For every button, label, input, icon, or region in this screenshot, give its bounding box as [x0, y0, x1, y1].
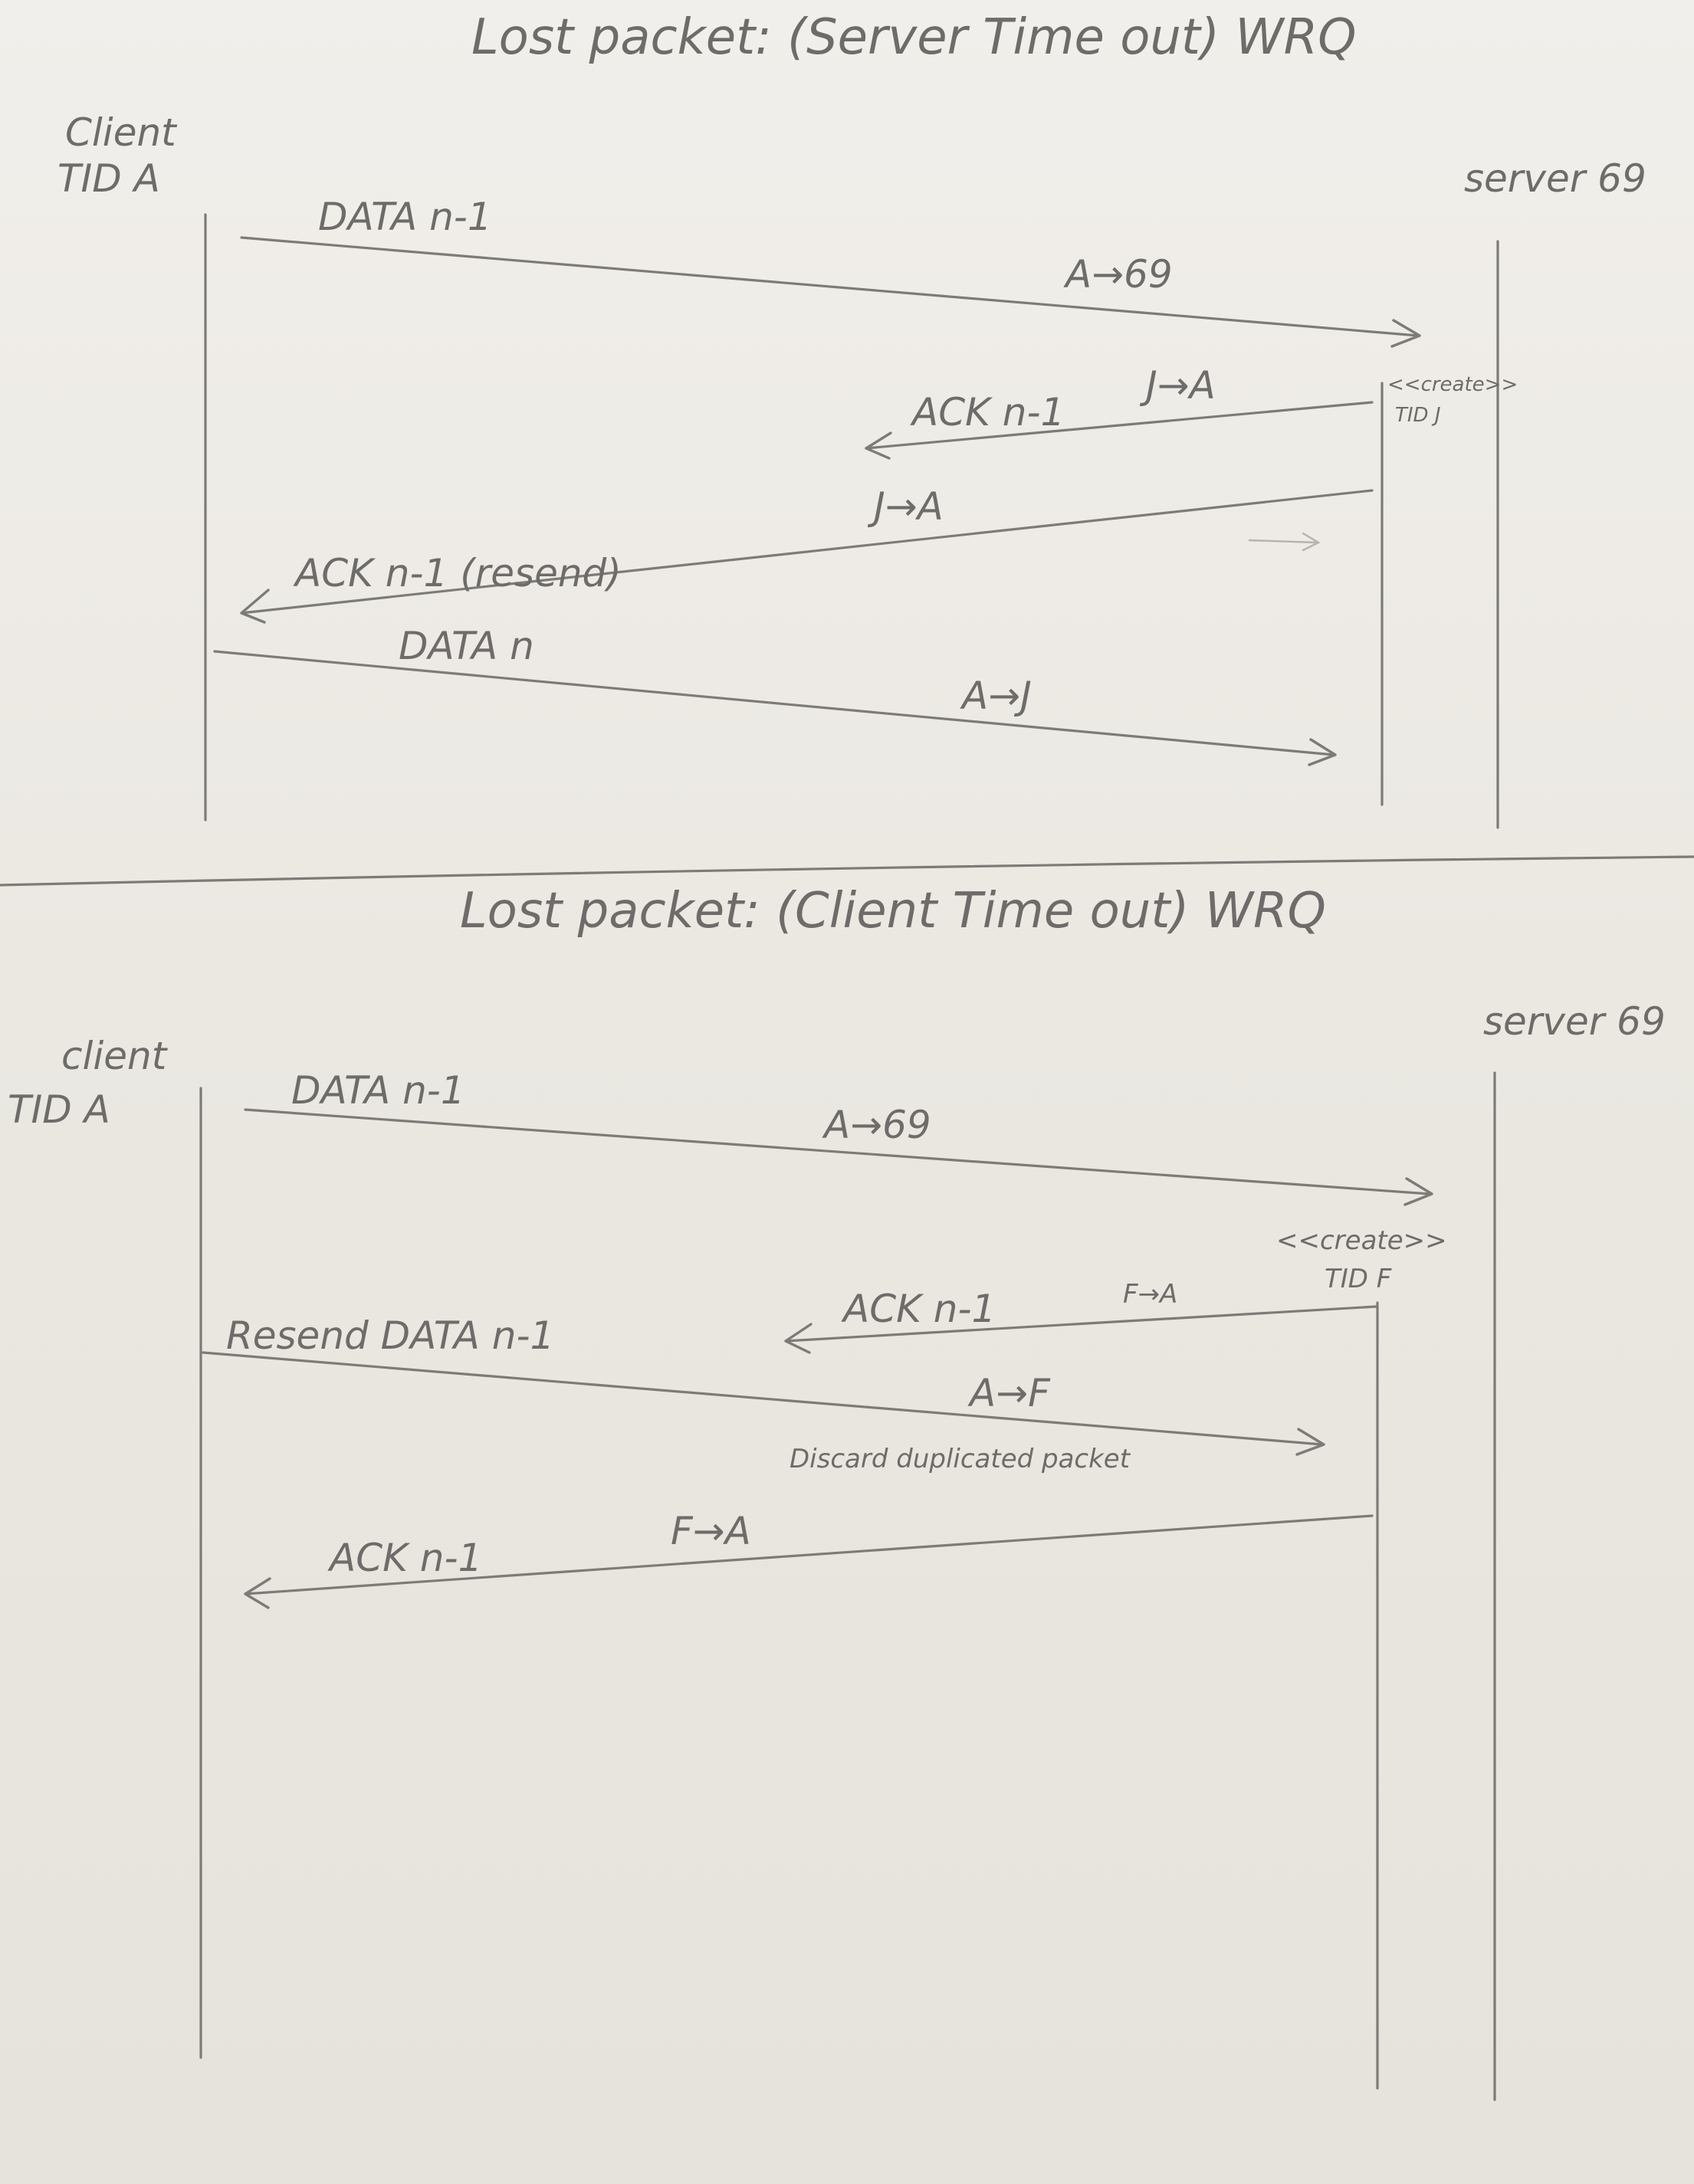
- message-label: ACK n-1: [910, 390, 1065, 435]
- diagram-1-message-ack-n-1: ACK n-1 J→A: [865, 363, 1374, 460]
- message-label: ACK n-1 (resend): [293, 551, 622, 595]
- message-label: DATA n: [399, 624, 534, 668]
- message-tid: A→F: [967, 1371, 1051, 1415]
- diagram-2-client-label: client: [61, 1034, 169, 1078]
- faint-arrowhead: [1302, 532, 1321, 552]
- arrowhead-right: [1295, 1428, 1325, 1456]
- message-tid: F→A: [1123, 1279, 1177, 1310]
- message-tid: A→69: [822, 1103, 931, 1147]
- diagram-1-client-tid: TID A: [57, 156, 160, 201]
- arrowhead-left: [244, 1577, 271, 1609]
- diagram-2-message-resend: Resend DATA n-1 A→F Discard duplicated p…: [202, 1313, 1325, 1474]
- message-label: Resend DATA n-1: [226, 1313, 554, 1358]
- section-divider: [0, 855, 1694, 887]
- diagram-1-server-label: server 69: [1464, 156, 1646, 201]
- arrowhead-left: [240, 589, 270, 624]
- diagram-2-title: Lost packet: (Client Time out) WRQ: [460, 883, 1326, 940]
- message-arrow: [240, 489, 1374, 615]
- diagram-1-message-data-n-1: DATA n-1 A→69: [240, 195, 1421, 348]
- diagram-1-client-label: Client: [65, 110, 178, 155]
- message-arrow: [865, 401, 1374, 450]
- message-arrow: [213, 650, 1335, 756]
- diagram-2-client-tid: TID A: [8, 1087, 110, 1132]
- arrowhead-left: [865, 431, 892, 460]
- diagram-2-create-tid: TID F: [1325, 1264, 1392, 1294]
- message-label: DATA n-1: [291, 1068, 465, 1113]
- diagram-1-title: Lost packet: (Server Time out) WRQ: [471, 9, 1356, 66]
- arrowhead-right: [1308, 738, 1337, 766]
- message-arrow: [244, 1514, 1374, 1595]
- message-tid: J→A: [867, 484, 944, 529]
- message-label: ACK n-1: [327, 1536, 482, 1580]
- diagram-1-message-data-n: DATA n A→J: [213, 624, 1337, 766]
- message-tid: A→J: [960, 674, 1032, 718]
- message-arrow: [202, 1351, 1324, 1446]
- faint-arrow: [1248, 539, 1318, 544]
- diagram-2-create-label: <<create>>: [1276, 1225, 1447, 1256]
- diagram-1-create-tid: TID J: [1395, 404, 1441, 427]
- diagram-2-message-ack-final: ACK n-1 F→A: [244, 1509, 1374, 1609]
- message-tid: A→69: [1063, 252, 1173, 297]
- diagram-2-message-ack-n-1: ACK n-1 F→A: [784, 1279, 1377, 1354]
- message-label: DATA n-1: [318, 195, 492, 239]
- message-arrow: [244, 1108, 1431, 1195]
- message-arrow: [240, 236, 1420, 337]
- diagram-1-message-ack-resend: ACK n-1 (resend) J→A: [240, 484, 1374, 624]
- arrowhead-left: [784, 1323, 813, 1354]
- message-tid: F→A: [671, 1509, 751, 1553]
- message-tid: J→A: [1139, 363, 1216, 408]
- diagram-2-message-data-n-1: DATA n-1 A→69: [244, 1068, 1433, 1206]
- arrowhead-right: [1403, 1177, 1433, 1206]
- message-label: ACK n-1: [841, 1287, 996, 1331]
- arrowhead-right: [1390, 319, 1421, 348]
- message-arrow: [784, 1305, 1377, 1343]
- diagram-2-server-label: server 69: [1483, 999, 1666, 1044]
- message-note: Discard duplicated packet: [790, 1444, 1131, 1474]
- diagram-1-create-label: <<create>>: [1387, 373, 1518, 396]
